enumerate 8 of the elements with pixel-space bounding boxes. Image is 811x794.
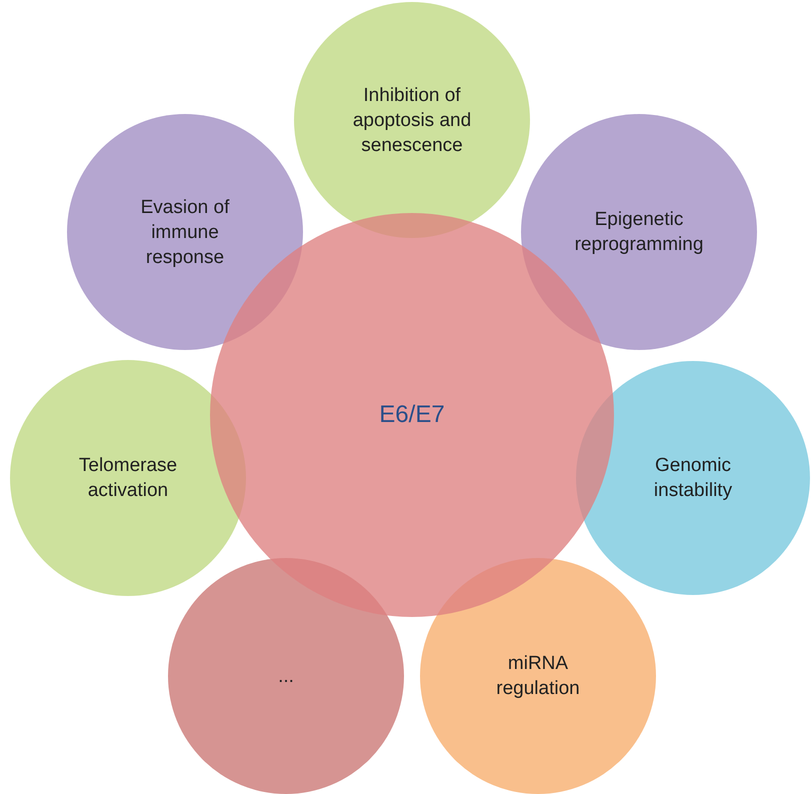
circle-label: Inhibition of apoptosis and senescence	[352, 84, 472, 158]
circle-label: Genomic instability	[652, 454, 734, 503]
circle-label: ...	[278, 664, 294, 688]
circle-label: Telomerase activation	[78, 454, 178, 503]
circle-label: E6/E7	[379, 400, 445, 430]
circle-label: Evasion of immune response	[140, 196, 230, 270]
circle-label: Epigenetic reprogramming	[574, 208, 704, 257]
circle-label: miRNA regulation	[495, 652, 581, 701]
